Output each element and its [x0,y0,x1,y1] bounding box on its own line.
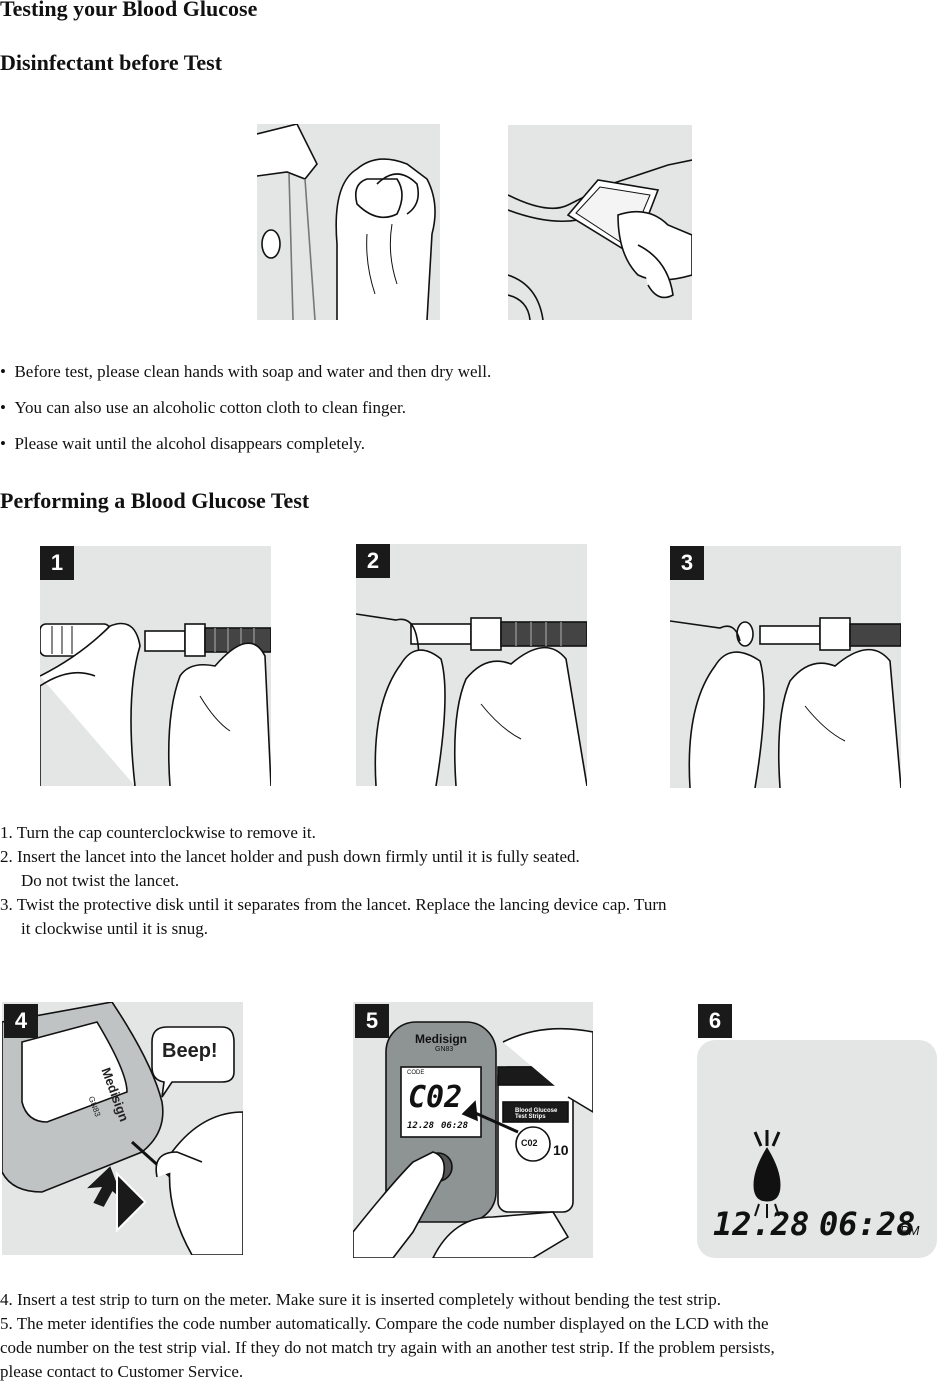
step-badge: 1 [40,546,74,580]
step-text: 5. The meter identifies the code number … [0,1314,769,1333]
bullet-item: • Before test, please clean hands with s… [0,362,492,381]
vial-label: Blood Glucose Test Strips [515,1108,558,1120]
step-2-illustration: 2 [356,544,587,786]
lcd-code: C02 [408,1080,463,1115]
section-heading-disinfectant: Disinfectant before Test [0,50,223,75]
lcd-time: 06:28 [441,1121,469,1131]
step-badge: 2 [356,544,390,578]
bullet-item: • You can also use an alcoholic cotton c… [0,398,406,417]
step-6-lcd-display: 12.28 06:28 PM [697,1040,937,1258]
cotton-cloth-illustration [508,125,692,320]
meter-model: GN83 [435,1046,454,1053]
step-3-illustration: 3 [670,546,901,788]
lcd-pm: PM [900,1223,920,1238]
step-text: 3. Twist the protective disk until it se… [0,895,667,914]
lcd-date: 12.28 [407,1121,435,1131]
beep-bubble-text: Beep! [162,1040,218,1062]
step-text: please contact to Customer Service. [0,1362,244,1381]
step-text: code number on the test strip vial. If t… [0,1338,775,1357]
lcd-date: 12.28 [713,1205,810,1243]
vial-code: C02 [521,1138,538,1148]
step-badge: 4 [4,1004,38,1038]
step-text: 1. Turn the cap counterclockwise to remo… [0,823,316,842]
wash-hands-illustration [257,124,440,320]
page-title: Testing your Blood Glucose [0,0,258,21]
section-heading-performing-test: Performing a Blood Glucose Test [0,488,310,513]
vial-count: 10 [553,1142,569,1158]
step-4-illustration: Beep! Medisign GN83 4 [2,1002,243,1255]
step-text: 2. Insert the lancet into the lancet hol… [0,847,580,866]
bullet-item: • Please wait until the alcohol disappea… [0,434,366,453]
step-1-illustration: 1 [40,546,271,786]
step-5-illustration: Medisign GN83 CODE C02 12.28 06:28 Blood… [353,1002,593,1258]
step-badge: 6 [698,1004,732,1038]
step-text: 4. Insert a test strip to turn on the me… [0,1290,721,1309]
lcd-code-label: CODE [407,1070,425,1076]
meter-brand: Medisign [415,1032,468,1046]
step-badge: 3 [670,546,704,580]
step-text: Do not twist the lancet. [21,871,180,890]
step-text: it clockwise until it is snug. [21,919,208,938]
lcd-time: 06:28 [819,1205,916,1243]
step-badge: 5 [355,1004,389,1038]
